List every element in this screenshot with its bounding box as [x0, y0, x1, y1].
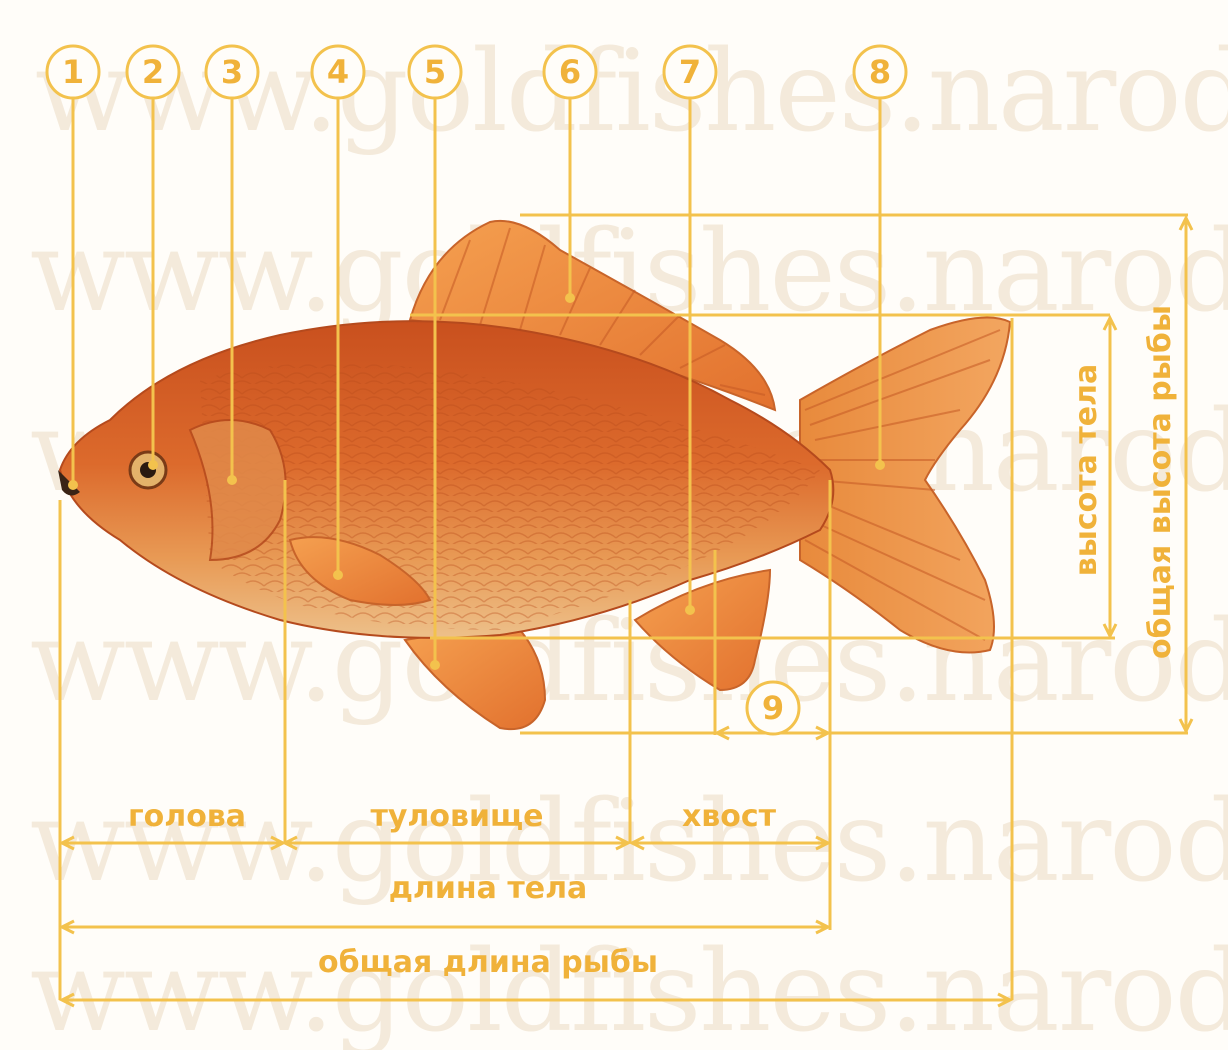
total-length-label: общая длина рыбы — [318, 945, 658, 980]
callout-number: 2 — [142, 53, 164, 91]
callout-number: 3 — [221, 53, 243, 91]
callout-number: 7 — [679, 53, 701, 91]
trunk-label: туловище — [370, 799, 543, 834]
callout-number: 8 — [869, 53, 891, 91]
tail-label: хвост — [682, 799, 777, 834]
total-height-label: общая высота рыбы — [1143, 305, 1178, 659]
head-label: голова — [128, 799, 246, 834]
callout-number: 9 — [762, 689, 784, 727]
callout-number: 6 — [559, 53, 581, 91]
body-length-label: длина тела — [389, 871, 588, 906]
callout-number: 4 — [327, 53, 349, 91]
body-height-label: высота тела — [1069, 364, 1104, 577]
callout-number: 1 — [62, 53, 84, 91]
callout-number: 5 — [424, 53, 446, 91]
